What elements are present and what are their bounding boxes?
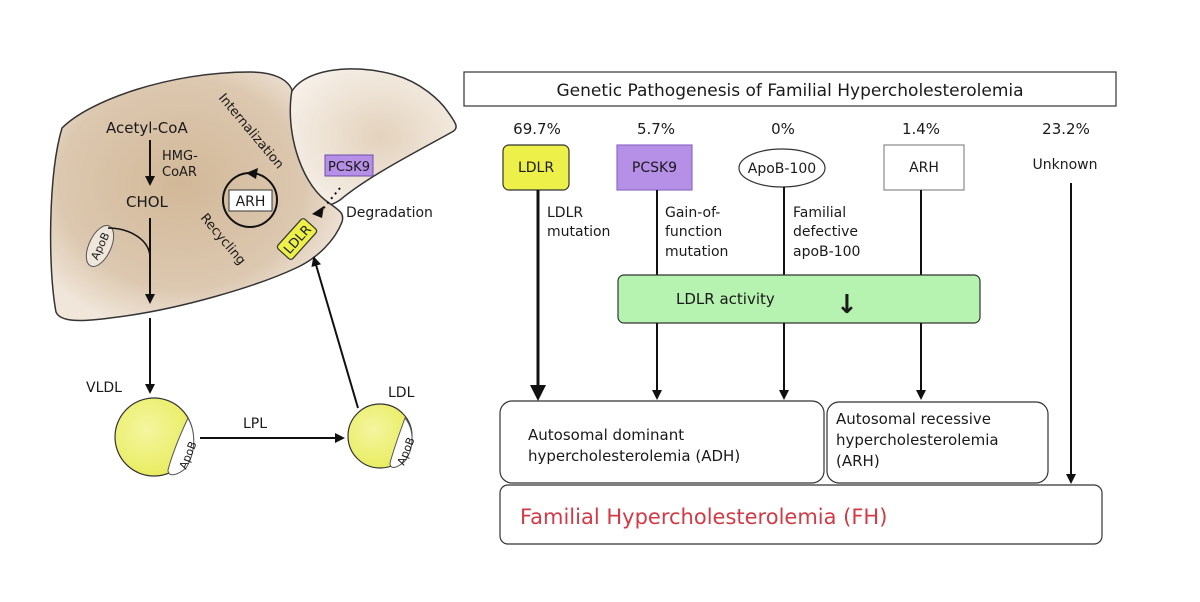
fh-box xyxy=(499,484,1103,545)
degradation-label: Degradation xyxy=(346,205,433,221)
ldlr-desc-1: LDLR xyxy=(547,205,583,221)
apob100-desc-3: apoB-100 xyxy=(793,244,860,260)
recycling-arrowhead-icon xyxy=(246,168,258,179)
arh-outcome-line-2: hypercholesterolemia xyxy=(836,431,999,449)
pcsk9-box-liver xyxy=(324,154,374,177)
pcsk9-desc-2: function xyxy=(665,224,722,240)
decrease-arrow-icon: ↓ xyxy=(836,290,858,320)
apob-liver: ApoB xyxy=(85,225,115,267)
chol-label: CHOL xyxy=(126,193,169,211)
ldl-label: LDL xyxy=(388,385,415,401)
fh-label: Familial Hypercholesterolemia (FH) xyxy=(520,505,887,529)
arh-outcome-line-3: (ARH) xyxy=(836,452,880,470)
ldl-to-ldlr-arrow xyxy=(311,256,359,409)
liver-right-lobe xyxy=(286,68,457,207)
diagram-title: Genetic Pathogenesis of Familial Hyperch… xyxy=(556,81,1023,101)
hmg-coar-label-2: CoAR xyxy=(162,165,197,180)
ldlr-desc-2: mutation xyxy=(547,224,610,240)
apob100-cause-label: ApoB-100 xyxy=(748,161,816,177)
ldlr-percent: 69.7% xyxy=(513,120,561,138)
arh-cause-box xyxy=(883,144,965,191)
adh-line-2: hypercholesterolemia (ADH) xyxy=(528,447,740,465)
ldlr-cause-box xyxy=(502,144,570,191)
title-box xyxy=(463,71,1117,107)
hmg-coar-label-1: HMG- xyxy=(162,149,198,164)
ldlr-activity-box xyxy=(617,274,981,324)
acetyl-coa-label: Acetyl-CoA xyxy=(106,119,188,137)
vldl-label: VLDL xyxy=(86,380,122,396)
arh-outcome-line-1: Autosomal recessive xyxy=(836,410,991,428)
pcsk9-liver-label: PCSK9 xyxy=(328,160,370,175)
ldlr-cause-label: LDLR xyxy=(518,160,554,176)
degradation-arrowhead-icon xyxy=(312,206,324,218)
liver-main-lobe xyxy=(49,71,344,322)
apob100-desc-2: defective xyxy=(793,224,858,240)
arh-cause-label: ARH xyxy=(909,160,939,176)
apob100-cause-ellipse xyxy=(738,148,826,188)
ldl-particle: ApoB xyxy=(347,403,418,469)
vldl-particle: ApoB xyxy=(114,397,200,477)
apob100-percent: 0% xyxy=(771,120,795,138)
pcsk9-desc-3: mutation xyxy=(665,244,728,260)
adh-box xyxy=(499,400,825,484)
arh-liver-label: ARH xyxy=(236,194,266,210)
ldlr-activity-label: LDLR activity xyxy=(676,290,775,308)
pcsk9-percent: 5.7% xyxy=(637,120,675,138)
pcsk9-cause-box xyxy=(616,144,693,191)
arh-box-liver xyxy=(228,189,273,212)
pcsk9-cause-label: PCSK9 xyxy=(632,160,677,176)
unknown-percent: 23.2% xyxy=(1042,120,1090,138)
lpl-label: LPL xyxy=(243,416,267,432)
adh-line-1: Autosomal dominant xyxy=(528,426,684,444)
arh-outcome-box xyxy=(826,401,1049,484)
apob100-desc-1: Familial xyxy=(793,205,846,221)
unknown-cause-label: Unknown xyxy=(1033,157,1098,173)
pcsk9-desc-1: Gain-of- xyxy=(665,205,720,221)
arh-percent: 1.4% xyxy=(902,120,940,138)
